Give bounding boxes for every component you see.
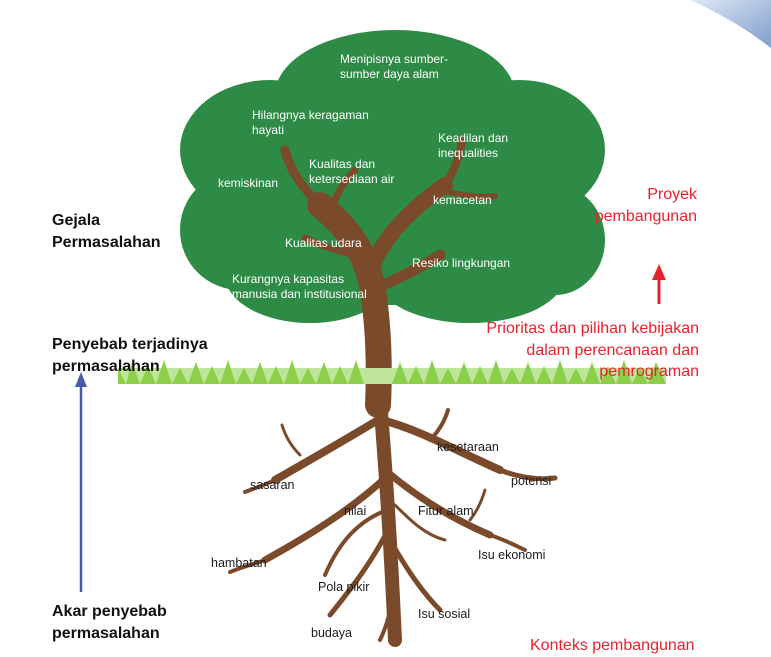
heading-penyebab: Penyebab terjadinya permasalahan	[52, 336, 208, 375]
root-label-budaya: budaya	[311, 626, 353, 640]
canopy-label-kemiskinan: kemiskinan	[218, 176, 279, 190]
tree-canopy	[180, 30, 605, 323]
heading-akar: Akar penyebab permasalahan	[52, 603, 167, 642]
blue-arrow	[75, 372, 87, 592]
canopy-label-kapasitas: Kurangnya kapasitas manusia dan institus…	[232, 272, 367, 301]
grass-strip	[118, 360, 666, 384]
corner-swoosh	[690, 0, 771, 48]
root-label-sasaran: sasaran	[250, 478, 295, 492]
canopy-label-keadilan: Keadilan dan inequalities	[438, 131, 509, 160]
red-arrow	[652, 264, 666, 304]
tree-roots	[228, 393, 558, 647]
root-label-isu-sosial: Isu sosial	[418, 607, 471, 621]
canopy-label-menipisnya: Menipisnya sumber- sumber daya alam	[340, 52, 449, 81]
root-label-kesetaraan: kesetaraan	[437, 440, 499, 454]
canopy-label-kemacetan: kemacetan	[433, 193, 492, 207]
root-label-nilai: nilai	[344, 504, 367, 518]
root-label-potensi: potensi	[511, 474, 552, 488]
canopy-label-kualitas-air: Kualitas dan ketersediaan air	[309, 157, 395, 186]
canopy-label-resiko: Resiko lingkungan	[412, 256, 511, 270]
root-label-isu-ekonomi: Isu ekonomi	[478, 548, 546, 562]
label-konteks: Konteks pembangunan	[530, 637, 695, 654]
root-label-pola-pikir: Pola pikir	[318, 580, 370, 594]
tree-trunk	[280, 136, 498, 418]
heading-gejala: Gejala Permasalahan	[52, 212, 161, 251]
label-proyek: Proyek pembangunan	[594, 186, 697, 225]
canopy-label-kualitas-udara: Kualitas udara	[285, 236, 362, 250]
root-label-fitur-alam: Fitur alam	[418, 504, 474, 518]
root-label-hambatan: hambatan	[211, 556, 267, 570]
canopy-label-keragaman: Hilangnya keragaman hayati	[252, 108, 369, 137]
label-prioritas: Prioritas dan pilihan kebijakan dalam pe…	[486, 320, 699, 381]
